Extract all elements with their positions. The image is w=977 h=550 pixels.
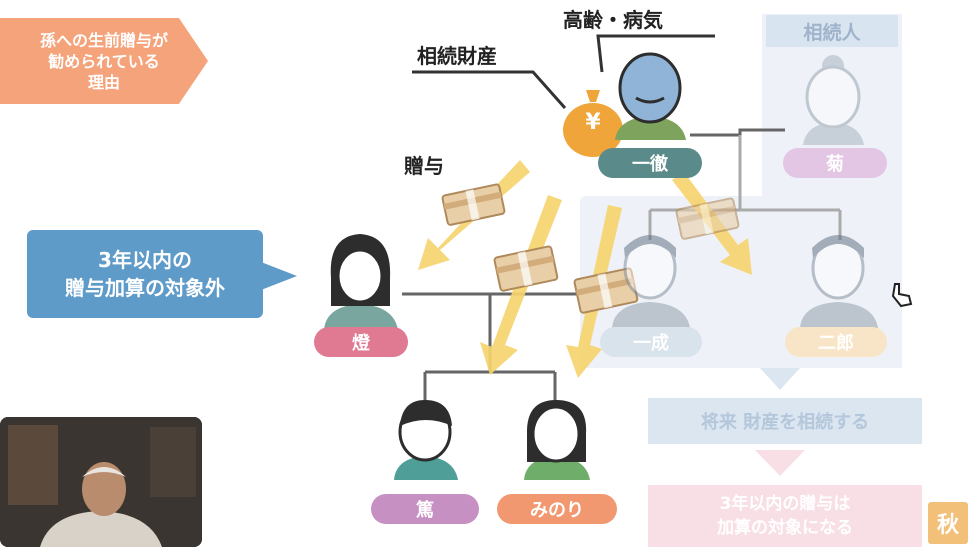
rule-box: 3年以内の贈与は 加算の対象になる <box>648 485 922 547</box>
gift-label: 贈与 <box>404 154 444 178</box>
money-bundle-icon <box>573 267 639 314</box>
panel-arrow-1 <box>760 368 800 390</box>
rule-line-1: 3年以内の贈与は <box>719 494 851 514</box>
heir-header: 相続人 <box>766 15 898 47</box>
title-line-2: 勧められている <box>48 51 160 71</box>
name-wife: 菊 <box>783 148 887 178</box>
son2-icon <box>800 235 878 328</box>
name-grandfather: 一徹 <box>598 148 702 178</box>
daughter-in-law-icon <box>324 234 398 330</box>
name-son2: 二郎 <box>785 327 887 357</box>
estate-label: 相続財産 <box>417 44 497 68</box>
title-tag: 孫への生前贈与が 勧められている 理由 <box>0 18 208 104</box>
exclusion-callout: 3年以内の 贈与加算の対象外 <box>27 230 297 318</box>
money-bundle-icon <box>493 245 559 292</box>
callout-line-2: 贈与加算の対象外 <box>65 276 225 300</box>
name-grandchild2: みのり <box>497 494 617 524</box>
leader-aging <box>596 34 715 73</box>
yen-symbol: ¥ <box>585 110 601 135</box>
name-daughter-in-law: 燈 <box>314 327 408 357</box>
money-bundle-icon <box>675 197 740 240</box>
inherit-box: 将来 財産を相続する <box>648 398 922 444</box>
title-line-3: 理由 <box>87 72 120 92</box>
grandfather-icon <box>615 52 686 140</box>
name-grandchild1: 篤 <box>371 494 479 524</box>
panel-arrow-2 <box>755 450 805 476</box>
grandchild1-icon <box>394 400 458 480</box>
name-son1: 一成 <box>600 327 702 357</box>
presenter-image <box>0 417 202 547</box>
money-bag-icon <box>563 90 623 157</box>
leader-estate <box>412 70 567 109</box>
money-bundle-icon <box>441 183 506 226</box>
line-wife <box>690 128 785 137</box>
callout-line-1: 3年以内の <box>98 248 192 272</box>
webcam-overlay <box>0 417 202 547</box>
wife-icon <box>803 55 864 145</box>
title-line-1: 孫への生前贈与が <box>39 30 168 50</box>
rule-line-2: 加算の対象になる <box>717 518 853 538</box>
son1-icon <box>612 235 690 328</box>
channel-logo: 秋 <box>928 502 968 544</box>
aging-label: 高齢・病気 <box>563 8 663 32</box>
hand-cursor-icon <box>891 283 913 308</box>
grandchild2-icon <box>524 400 590 480</box>
